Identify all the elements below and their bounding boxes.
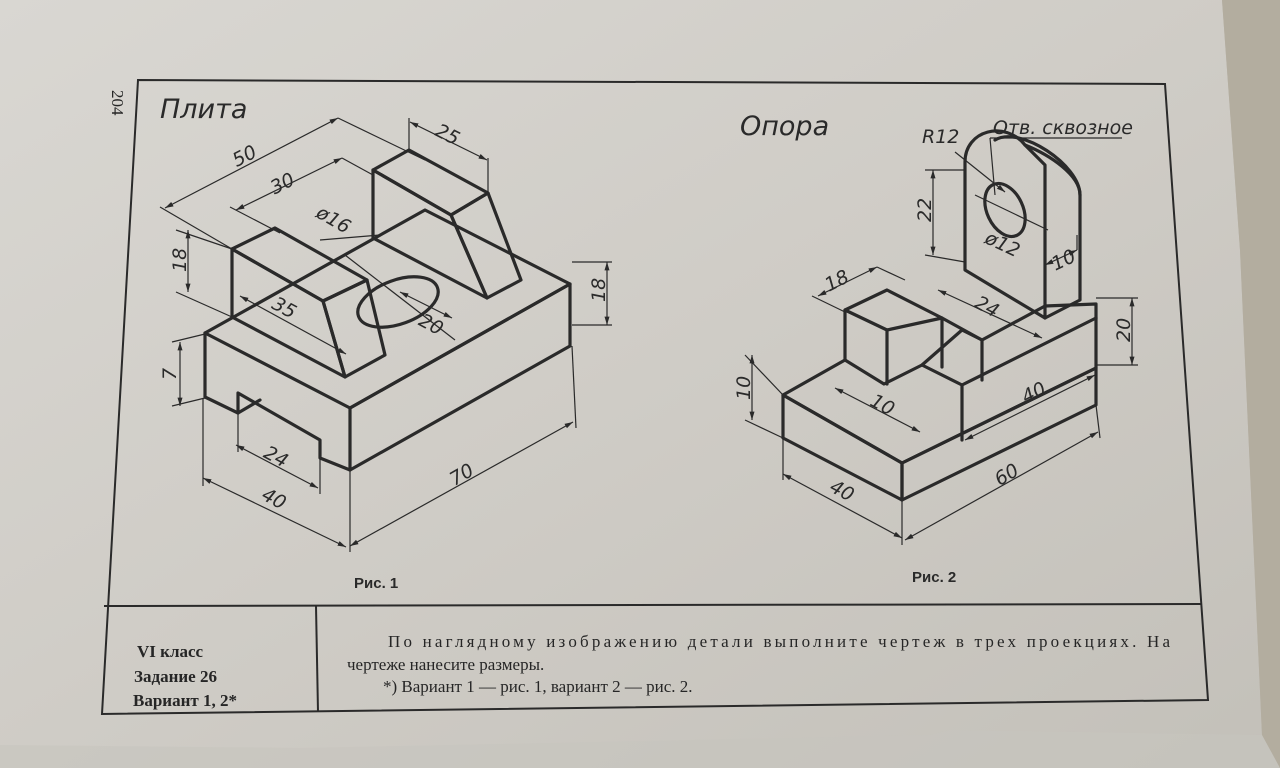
- figure-1-caption: Рис. 1: [354, 575, 398, 592]
- footer-block: VI класс Задание 26 Вариант 1, 2* По наг…: [133, 632, 1170, 710]
- plate-dim-18-left: 18: [169, 248, 191, 272]
- torn-paper-edge: [0, 730, 1280, 768]
- support-dimension-lines: [744, 137, 1138, 545]
- page-number: 204: [108, 90, 127, 116]
- plate-dimension-lines: [159, 117, 612, 552]
- task-label: Задание 26: [134, 667, 217, 686]
- plate-dim-18-right: 18: [588, 278, 610, 302]
- figure-2-caption: Рис. 2: [912, 569, 956, 586]
- grade-label: VI класс: [137, 642, 204, 661]
- figure-2-title: Опора: [740, 111, 829, 142]
- support-hole: [983, 181, 1027, 239]
- support-dim-22: 22: [914, 198, 936, 222]
- support-dim-r12: R12: [922, 126, 959, 148]
- instruction-line-1: По наглядному изображению детали выполни…: [388, 632, 1170, 651]
- table-edge: [1222, 0, 1280, 768]
- instruction-line-2: чертеже нанесите размеры.: [347, 655, 544, 674]
- support-hole-note: Отв. сквозное: [993, 117, 1133, 139]
- variant-label: Вариант 1, 2*: [133, 691, 237, 710]
- variant-note: *) Вариант 1 — рис. 1, вариант 2 — рис. …: [383, 677, 693, 696]
- support-dim-10-left: 10: [733, 376, 755, 400]
- plate-hole: [356, 275, 440, 329]
- figure-1-title: Плита: [160, 94, 247, 125]
- page-frame: [100, 78, 1210, 716]
- support-upright-ear: [963, 129, 1082, 320]
- footer-divider: [103, 603, 1202, 607]
- support-dim-20: 20: [1113, 318, 1135, 342]
- footer-vertical-divider: [315, 605, 319, 713]
- plate-dim-7: 7: [159, 368, 181, 380]
